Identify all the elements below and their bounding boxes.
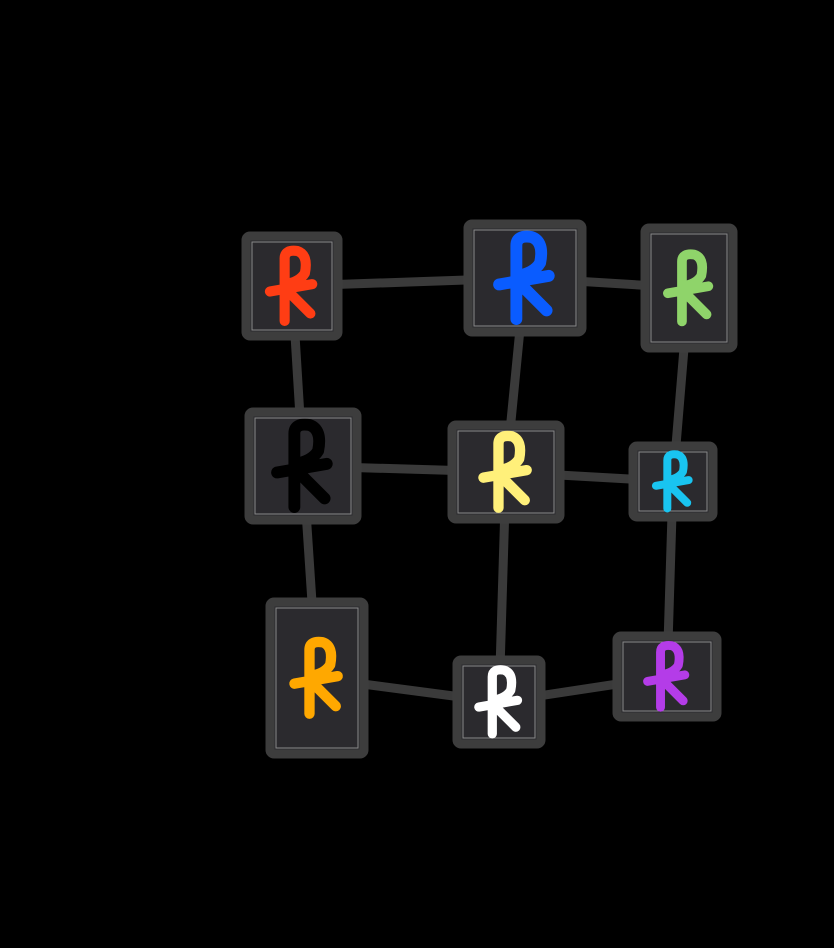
glyph-icon <box>651 450 693 513</box>
glyph-icon <box>474 665 523 739</box>
node-inner-border <box>275 607 359 749</box>
node-n2[interactable] <box>463 219 587 337</box>
glyph-icon <box>493 230 555 325</box>
node-n3[interactable] <box>640 223 738 353</box>
glyph-icon <box>478 430 532 513</box>
node-inner-border <box>650 233 728 343</box>
node-n8[interactable] <box>452 655 546 749</box>
node-inner-border <box>473 229 577 327</box>
node-n7[interactable] <box>265 597 369 759</box>
node-n5[interactable] <box>447 420 565 524</box>
node-inner-border <box>254 417 352 515</box>
glyph-icon <box>663 249 714 327</box>
nodes <box>241 219 738 759</box>
glyph-icon <box>643 641 690 712</box>
node-inner-border <box>251 241 333 331</box>
node-n9[interactable] <box>612 631 722 722</box>
node-n4[interactable] <box>244 407 362 525</box>
glyph-icon <box>289 636 343 719</box>
glyph-icon <box>271 418 333 513</box>
node-n6[interactable] <box>628 441 718 522</box>
glyph-icon <box>264 245 318 327</box>
node-n1[interactable] <box>241 231 343 341</box>
